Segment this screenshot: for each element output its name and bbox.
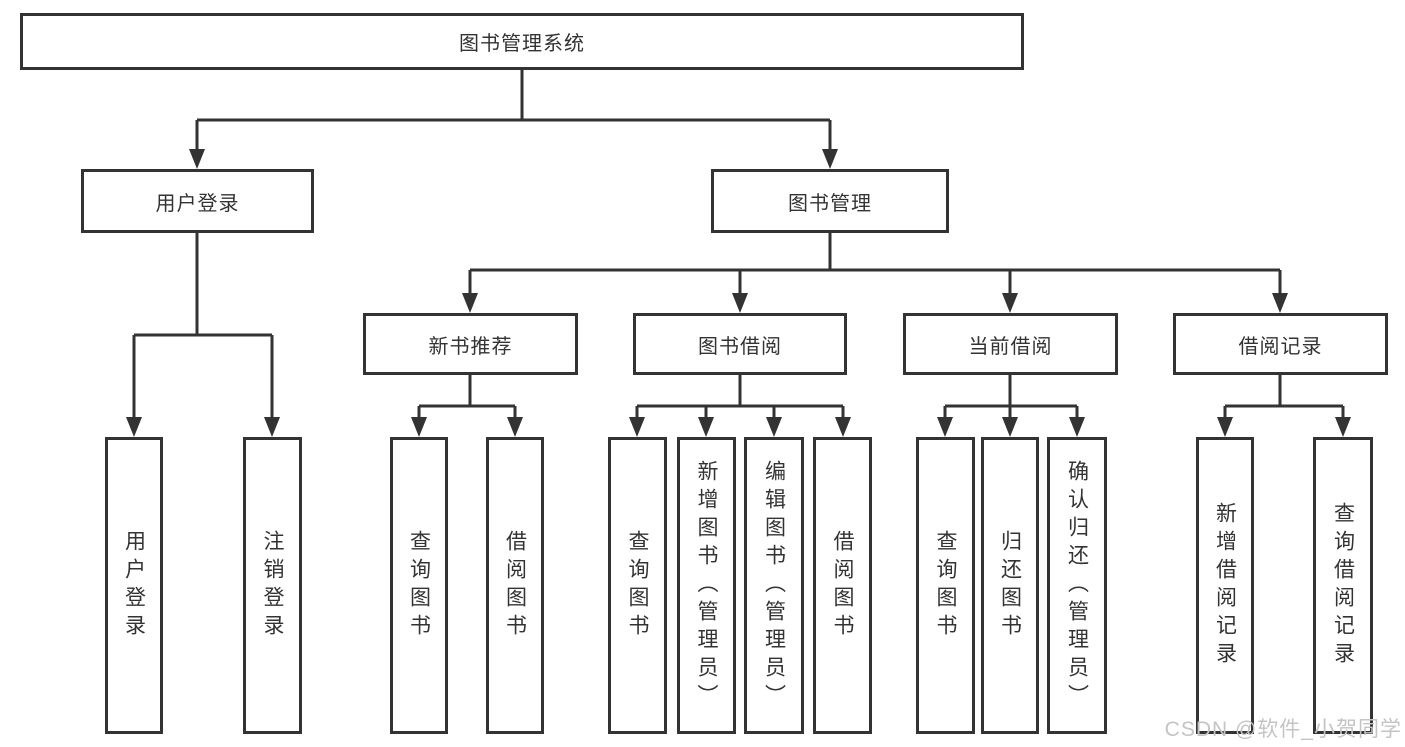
leaf-add-borrow-record-label: 新增借阅记录 xyxy=(1213,501,1237,670)
leaf-query-book-current-label: 查询图书 xyxy=(934,529,957,642)
node-new-book-recommend: 新书推荐 xyxy=(363,313,578,375)
node-current-borrow: 当前借阅 xyxy=(903,313,1118,375)
leaf-add-book-admin: 新增图书（管理员） xyxy=(677,437,736,734)
leaf-borrow-book-recommend: 借阅图书 xyxy=(486,437,544,734)
leaf-return-book-label: 归还图书 xyxy=(998,529,1022,642)
leaf-add-book-admin-label: 新增图书（管理员） xyxy=(695,459,718,712)
node-book-borrow: 图书借阅 xyxy=(633,313,847,375)
leaf-query-book-recommend: 查询图书 xyxy=(390,437,448,734)
csdn-watermark: CSDN @软件_小贺同学 xyxy=(1164,718,1402,741)
leaf-logout-login-label: 注销登录 xyxy=(261,529,284,642)
leaf-return-book: 归还图书 xyxy=(981,437,1039,734)
node-book-management: 图书管理 xyxy=(711,169,949,233)
leaf-query-borrow-record-label: 查询借阅记录 xyxy=(1331,501,1355,670)
leaf-edit-book-admin-label: 编辑图书（管理员） xyxy=(762,459,786,712)
leaf-query-book-borrow-label: 查询图书 xyxy=(626,529,649,642)
leaf-borrow-book-recommend-label: 借阅图书 xyxy=(503,529,527,642)
node-library-management-system: 图书管理系统 xyxy=(20,13,1024,70)
leaf-logout-login: 注销登录 xyxy=(243,437,302,734)
leaf-query-book-borrow: 查询图书 xyxy=(608,437,667,734)
node-borrow-record: 借阅记录 xyxy=(1173,313,1388,375)
leaf-query-borrow-record: 查询借阅记录 xyxy=(1313,437,1373,734)
leaf-query-book-recommend-label: 查询图书 xyxy=(407,529,431,642)
leaf-confirm-return-admin-label: 确认归还（管理员） xyxy=(1065,459,1089,712)
leaf-add-borrow-record: 新增借阅记录 xyxy=(1196,437,1254,734)
leaf-borrow-book-label: 借阅图书 xyxy=(831,529,854,642)
node-user-login: 用户登录 xyxy=(81,169,314,233)
leaf-user-login: 用户登录 xyxy=(105,437,163,734)
leaf-user-login-label: 用户登录 xyxy=(122,529,146,642)
leaf-query-book-current: 查询图书 xyxy=(916,437,975,734)
leaf-borrow-book: 借阅图书 xyxy=(813,437,872,734)
leaf-edit-book-admin: 编辑图书（管理员） xyxy=(744,437,804,734)
leaf-confirm-return-admin: 确认归还（管理员） xyxy=(1047,437,1107,734)
